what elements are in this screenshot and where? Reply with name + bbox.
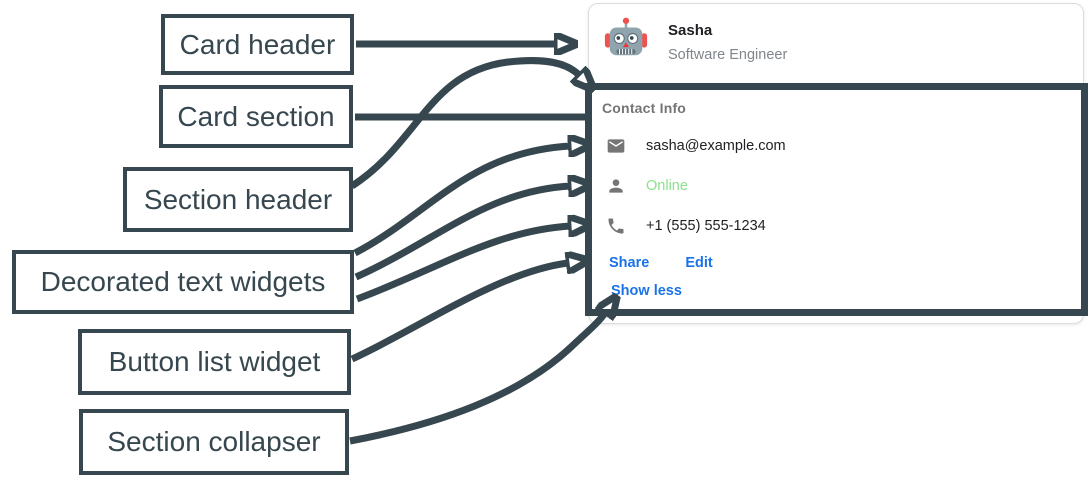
mail-icon bbox=[607, 139, 625, 153]
label-text: Button list widget bbox=[108, 346, 321, 377]
email-text: sasha@example.com bbox=[646, 138, 786, 154]
card-header-name: Sasha bbox=[668, 22, 713, 39]
label-card-section: Card section bbox=[159, 85, 353, 148]
share-button[interactable]: Share bbox=[609, 255, 650, 271]
phone-icon bbox=[608, 218, 624, 234]
arrow-decorated-text-2 bbox=[354, 186, 570, 281]
label-text: Section header bbox=[143, 183, 333, 215]
phone-text: +1 (555) 555-1234 bbox=[646, 218, 766, 234]
person-icon bbox=[609, 179, 623, 193]
label-text: Card section bbox=[177, 100, 335, 132]
label-text: Card header bbox=[179, 28, 336, 60]
arrow-section-header bbox=[350, 57, 579, 189]
label-decorated-text-widgets: Decorated text widgets bbox=[12, 250, 354, 314]
arrow-decorated-text-1 bbox=[353, 146, 570, 257]
section-header-title: Contact Info bbox=[602, 100, 687, 116]
label-text: Section collapser bbox=[107, 426, 321, 457]
arrow-section-collapser bbox=[349, 313, 605, 445]
section-collapser-button[interactable]: Show less bbox=[611, 283, 682, 299]
button-list: Share Edit bbox=[609, 255, 713, 271]
arrow-decorated-text-3 bbox=[355, 226, 570, 303]
arrow-button-list bbox=[350, 263, 568, 363]
status-text: Online bbox=[646, 178, 688, 194]
robot-avatar-icon bbox=[604, 17, 648, 56]
contact-card: Sasha Software Engineer Contact Info sas… bbox=[588, 3, 1084, 324]
card-header-subtitle: Software Engineer bbox=[668, 47, 788, 63]
edit-button[interactable]: Edit bbox=[685, 255, 713, 271]
decorated-text-row-phone: +1 (555) 555-1234 bbox=[606, 215, 766, 237]
label-section-header: Section header bbox=[123, 167, 353, 232]
label-text: Decorated text widgets bbox=[40, 266, 326, 297]
label-button-list-widget: Button list widget bbox=[78, 329, 351, 395]
label-card-header: Card header bbox=[161, 14, 354, 75]
label-section-collapser: Section collapser bbox=[79, 409, 349, 475]
decorated-text-row-status: Online bbox=[606, 175, 688, 197]
decorated-text-row-email: sasha@example.com bbox=[606, 135, 786, 157]
